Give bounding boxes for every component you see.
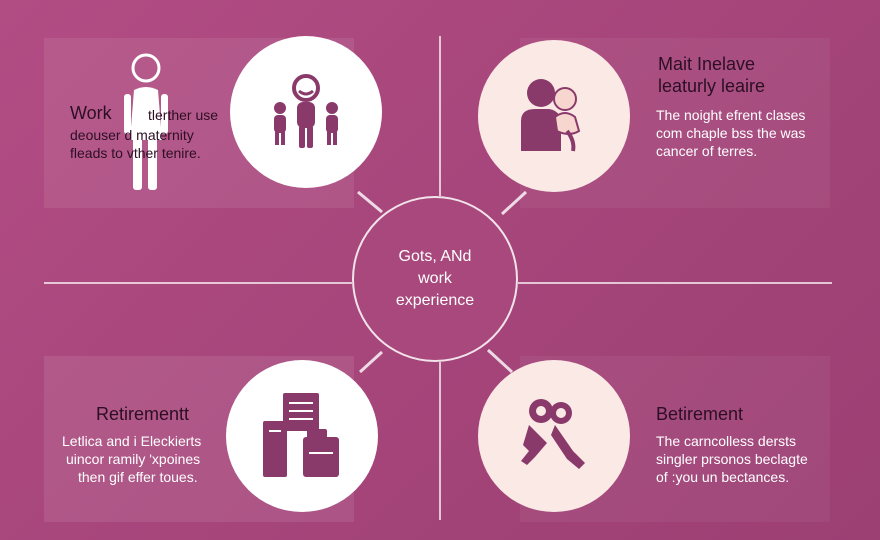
center-circle: Gots, ANd work experience xyxy=(352,196,518,362)
top-right-line-2: com chaple bss the was xyxy=(656,125,806,141)
parent-child-icon xyxy=(521,79,581,152)
circle-bottom-right xyxy=(478,360,630,512)
center-line-2: work xyxy=(418,270,452,287)
top-left-line-3: fleads to vther tenire. xyxy=(70,145,201,161)
bottom-left-title: Retirementt xyxy=(96,404,190,424)
standing-woman-icon xyxy=(124,53,168,190)
top-right-title-2: leaturly leaire xyxy=(658,76,766,96)
bottom-right-line-2: singler prsonos beclagte xyxy=(656,451,808,467)
circle-top-right xyxy=(478,40,630,192)
top-right-line-3: cancer of terres. xyxy=(656,143,758,159)
top-left-title-block: Work xyxy=(70,103,112,124)
top-left-line-2: deouser d maternity xyxy=(70,127,194,143)
bottom-right-title: Betirement xyxy=(656,404,744,424)
family-group-icon xyxy=(274,74,338,148)
bottom-left-line-2: uincor ramily 'xpoines xyxy=(66,451,201,467)
keys-icon xyxy=(521,399,585,469)
circle-top-left xyxy=(230,36,382,188)
bottom-right-line-1: The carncolless dersts xyxy=(656,433,797,449)
top-right-line-1: The noight efrent clases xyxy=(656,107,806,123)
documents-stack-icon xyxy=(263,393,339,477)
top-left-line-1: tlerther use xyxy=(148,107,219,123)
center-line-1: Gots, ANd xyxy=(398,248,472,265)
top-right-title-1: Mait Inelave xyxy=(658,54,756,74)
bottom-right-line-3: of :you un bectances. xyxy=(656,469,790,485)
circle-bottom-left xyxy=(226,360,378,512)
top-left-title: Work xyxy=(70,103,112,123)
center-line-3: experience xyxy=(395,292,475,309)
bottom-left-line-3: then gif effer toues. xyxy=(78,469,198,485)
bottom-left-line-1: Letlica and i Eleckierts xyxy=(62,433,202,449)
